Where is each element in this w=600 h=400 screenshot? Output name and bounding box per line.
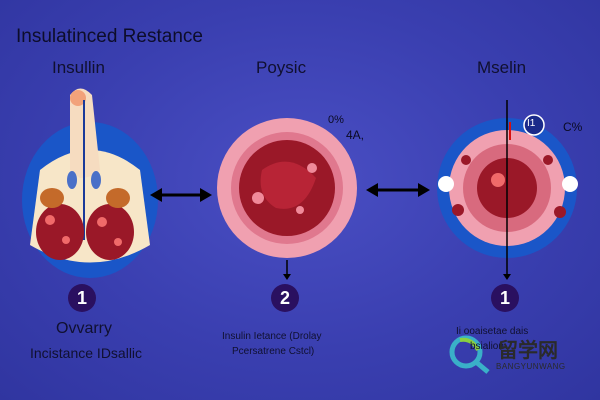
double-arrow-2: [366, 183, 430, 197]
panel-3-caption-line1: Ii ooaisetae dais: [456, 326, 529, 337]
panel-1-title: Insullin: [52, 58, 105, 77]
watermark-subtext: BANGYUNWANG: [496, 362, 566, 371]
panel-1-caption-line1: Ovvarry: [56, 320, 112, 337]
cell-illustration: [217, 118, 357, 280]
annotation-percent-1: 0%: [328, 114, 344, 126]
step-number-3: 1: [491, 284, 519, 312]
panel-1-caption-line2: Incistance IDsallic: [30, 345, 143, 361]
receptor-cell-illustration: [437, 100, 578, 280]
panel-3-caption-line2: bsialion: [470, 341, 504, 352]
annotation-percent-2: 4A,: [346, 128, 365, 142]
step-number-1: 1: [68, 284, 96, 312]
watermark-logo: [449, 335, 490, 374]
annotation-percent-3: C%: [563, 120, 583, 134]
panel-2-title: Poysic: [256, 58, 307, 77]
diagram-title: Insulatinced Restance: [16, 26, 203, 47]
double-arrow-1: [150, 188, 212, 202]
organ-illustration: [22, 88, 158, 278]
watermark-text: 留学网: [498, 340, 558, 362]
panel-2-caption-line2: Pcersatrene Cstcl): [232, 346, 315, 357]
annotation-marker: I1: [527, 118, 536, 129]
step-number-2: 2: [271, 284, 299, 312]
panel-2-caption-line1: Insulin Ietance (Drolay: [222, 331, 322, 342]
panel-3-title: Mselin: [477, 58, 527, 77]
